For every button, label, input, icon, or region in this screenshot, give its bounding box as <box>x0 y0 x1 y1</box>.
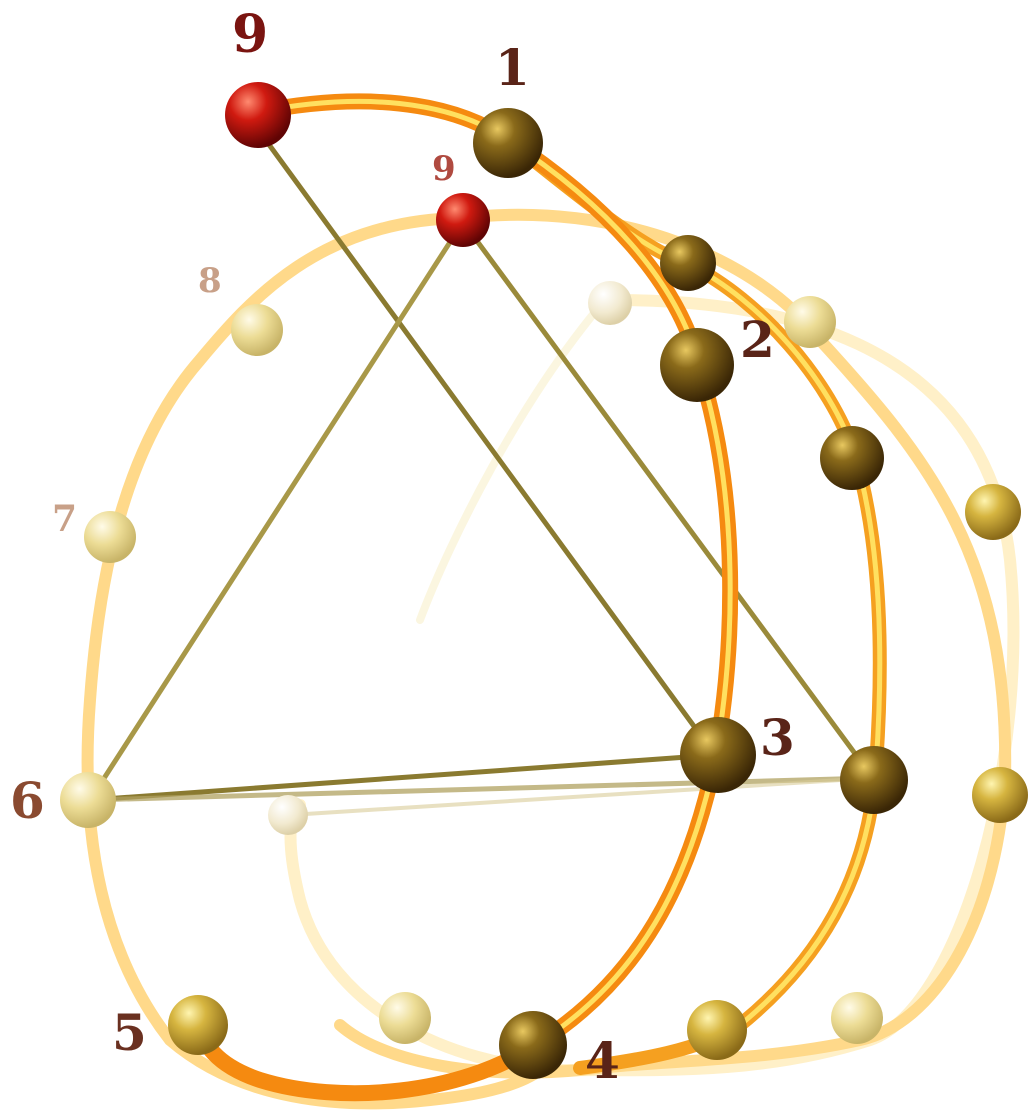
label-5: 5 <box>112 1003 147 1062</box>
inner-faint-arc <box>416 296 609 624</box>
ball-mid-lower <box>840 746 908 814</box>
rod-9small-r <box>460 220 876 780</box>
label-3: 3 <box>760 708 795 767</box>
ball-back-bottom-1 <box>379 992 431 1044</box>
rod-faint-bottom <box>289 776 874 817</box>
ball-8 <box>231 304 283 356</box>
label-9-small: 9 <box>432 149 456 189</box>
left-ring <box>81 212 546 1110</box>
rod-6-3 <box>89 752 716 803</box>
ball-faint-1 <box>588 281 632 325</box>
rod-9-3 <box>259 133 718 757</box>
ball-9-top <box>225 82 291 148</box>
ball-faint-2 <box>268 795 308 835</box>
label-8: 8 <box>198 261 222 301</box>
label-2: 2 <box>740 310 775 369</box>
ball-1 <box>473 108 543 178</box>
label-6: 6 <box>10 771 45 830</box>
back-ring-faint <box>284 294 1020 1077</box>
ball-back-right-2 <box>965 484 1021 540</box>
ball-5 <box>168 995 228 1055</box>
ball-mid-bottom <box>687 1000 747 1060</box>
label-9-top: 9 <box>232 4 268 65</box>
rod-6-r <box>89 775 874 803</box>
ball-back-right-3 <box>972 767 1028 823</box>
ball-3 <box>680 717 756 793</box>
ball-4 <box>499 1011 567 1079</box>
ball-back-bottom-2 <box>831 992 883 1044</box>
ball-6 <box>60 772 116 828</box>
ball-mid-upper <box>820 426 884 490</box>
label-7: 7 <box>52 498 77 540</box>
ball-back-right-1 <box>784 296 836 348</box>
ball-mid-top <box>660 235 716 291</box>
ball-9-small <box>436 193 490 247</box>
label-4: 4 <box>585 1031 620 1090</box>
label-1: 1 <box>495 38 530 97</box>
ball-2 <box>660 328 734 402</box>
ball-7 <box>84 511 136 563</box>
rod-9small-6 <box>87 220 466 802</box>
